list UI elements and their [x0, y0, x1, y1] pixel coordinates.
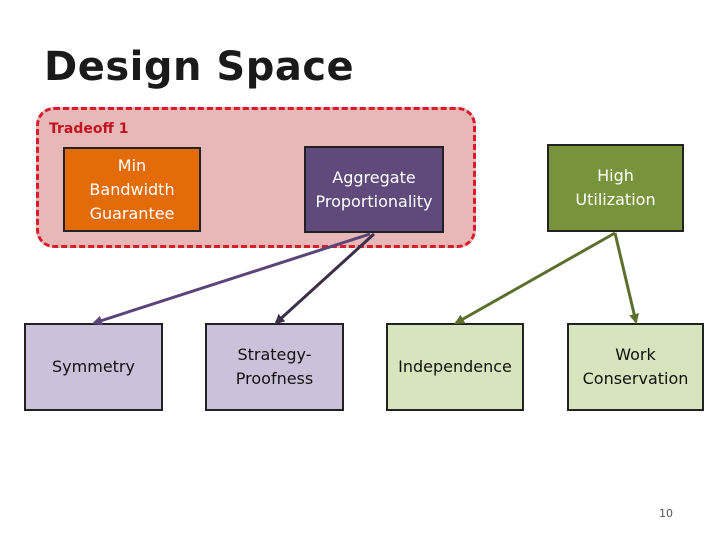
arrow-high-utilization-to-independence: [454, 231, 616, 325]
tradeoff-label: Tradeoff 1: [49, 121, 129, 137]
symmetry-box: Symmetry: [24, 323, 163, 411]
strategy-proofness-box: Strategy- Proofness: [205, 323, 344, 411]
arrow-aggregate-to-strategy-proofness: [274, 232, 376, 325]
aggregate-proportionality-box: Aggregate Proportionality: [304, 146, 444, 233]
high-utilization-box: High Utilization: [547, 144, 684, 232]
min-bandwidth-guarantee-box: Min Bandwidth Guarantee: [63, 147, 201, 232]
page-number: 10: [659, 507, 673, 520]
arrow-high-utilization-to-work-conservation: [613, 232, 640, 324]
work-conservation-box: Work Conservation: [567, 323, 704, 411]
arrow-aggregate-to-symmetry: [92, 232, 371, 326]
slide-title: Design Space: [44, 44, 355, 90]
independence-box: Independence: [386, 323, 524, 411]
